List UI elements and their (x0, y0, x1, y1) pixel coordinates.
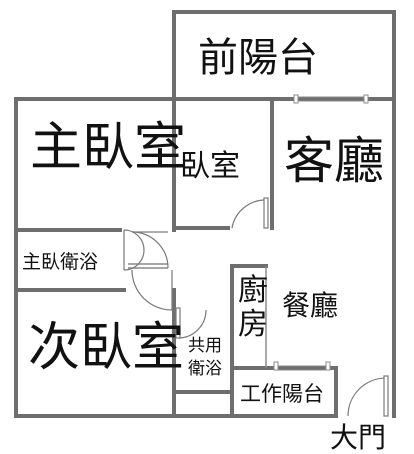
room-label-main-door: 大門 (330, 421, 387, 454)
kitchen-label-line-2: 房 (238, 307, 268, 342)
walls (14, 10, 396, 418)
room-label-master-bathroom: 主臥衛浴 (22, 251, 99, 273)
room-label-master-bedroom: 主臥室 (30, 118, 187, 178)
room-label-dining-room: 餐廳 (282, 289, 339, 322)
shared-bath-label-line-1: 共用 (188, 336, 222, 356)
room-label-second-bedroom: 次臥室 (28, 318, 185, 378)
thin-lines (128, 263, 267, 368)
shared-bath-label-line-2: 衛浴 (188, 359, 222, 379)
door-swings (123, 197, 389, 417)
room-label-utility-balcony: 工作陽台 (240, 382, 324, 406)
room-label-bedroom: 臥室 (180, 149, 240, 184)
room-label-kitchen: 廚 房 (238, 276, 268, 340)
kitchen-label-line-1: 廚 (238, 273, 268, 308)
sliding-door-front-balcony (293, 94, 369, 104)
sliding-door-utility-balcony (273, 361, 331, 371)
room-label-shared-bathroom: 共用 衛浴 (188, 338, 222, 378)
room-label-living-room: 客廳 (284, 132, 384, 190)
room-label-front-balcony: 前陽台 (198, 35, 318, 81)
